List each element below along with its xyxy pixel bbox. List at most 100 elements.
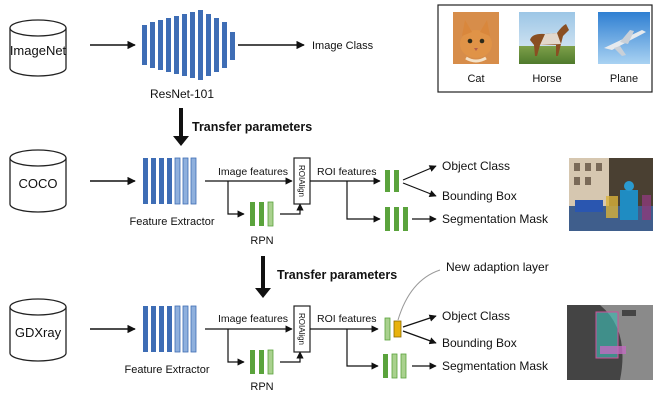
rpn-layer-gdxray-2 (259, 350, 264, 374)
extractor-layer-gdxray-6 (182, 305, 189, 353)
rpn-layer-coco-3 (267, 201, 274, 227)
roialign-label-coco: ROIAlign (297, 165, 306, 197)
rpn-label-gdxray: RPN (250, 381, 273, 393)
resnet-layer-12 (230, 32, 235, 60)
mask-layer-gdxray-2 (391, 353, 398, 379)
rpn-label-coco: RPN (250, 235, 273, 247)
class-box-head-layers-coco (385, 170, 399, 192)
database-coco: COCO (9, 149, 67, 213)
output-segmentation-mask-coco: Segmentation Mask (442, 212, 549, 226)
resnet-layer-6 (182, 14, 187, 76)
class-label-horse: Horse (532, 73, 561, 85)
sample-images-panel: Cat Horse Plane (437, 4, 653, 93)
resnet-101-layers (142, 10, 235, 80)
resnet-layer-10 (214, 18, 219, 72)
adaption-layer-callout (397, 269, 441, 321)
arrow-to-mask-head-gdxray (346, 329, 379, 370)
extractor-label-gdxray: Feature Extractor (125, 364, 210, 376)
extractor-layer-coco-1 (143, 158, 148, 204)
arrow-rpn-to-roialign-gdxray (280, 351, 304, 363)
feature-extractor-layers-gdxray (143, 305, 197, 353)
output-bounding-box-gdxray: Bounding Box (442, 336, 517, 350)
resnet-layer-11 (222, 22, 227, 68)
extractor-layer-gdxray-5 (174, 305, 181, 353)
rpn-layers-gdxray (250, 349, 274, 375)
mask-head-layers-gdxray (383, 353, 407, 379)
transfer-label-1: Transfer parameters (192, 120, 312, 134)
class-label-cat: Cat (467, 73, 484, 85)
rpn-layer-coco-2 (259, 202, 264, 226)
extractor-layer-coco-2 (151, 158, 156, 204)
resnet-layer-5 (174, 16, 179, 74)
cat-photo (453, 12, 499, 64)
rpn-layer-gdxray-1 (250, 350, 255, 374)
roialign-label-gdxray: ROIAlign (297, 313, 306, 345)
arrow-to-rpn-gdxray (227, 329, 245, 366)
arrow-rpn-to-roialign-coco (280, 203, 304, 215)
extractor-layer-coco-5 (174, 157, 181, 205)
mask-layer-coco-2 (394, 207, 399, 231)
head-layer-gdxray-1 (384, 317, 391, 341)
mask-layer-coco-1 (385, 207, 390, 231)
extractor-layer-gdxray-2 (151, 306, 156, 352)
mask-layer-gdxray-3 (400, 353, 407, 379)
extractor-layer-gdxray-7 (190, 305, 197, 353)
feature-extractor-layers-coco (143, 157, 197, 205)
image-features-label-gdxray: Image features (218, 313, 288, 325)
image-features-label-coco: Image features (218, 166, 288, 178)
extractor-layer-coco-3 (159, 158, 164, 204)
roialign-box-coco: ROIAlign (293, 157, 311, 205)
output-bounding-box-coco: Bounding Box (442, 189, 517, 203)
resnet-layer-7 (190, 12, 195, 78)
backbone-label: ResNet-101 (150, 87, 214, 101)
output-image-class: Image Class (312, 40, 374, 52)
class-label-plane: Plane (610, 73, 638, 85)
output-object-class-coco: Object Class (442, 159, 510, 173)
rpn-layer-coco-1 (250, 202, 255, 226)
extractor-layer-gdxray-3 (159, 306, 164, 352)
extractor-layer-coco-4 (167, 158, 172, 204)
database-imagenet: ImageNet (9, 19, 67, 77)
extractor-layer-coco-6 (182, 157, 189, 205)
extractor-label-coco: Feature Extractor (130, 216, 215, 228)
roialign-box-gdxray: ROIAlign (293, 305, 311, 353)
rpn-layers-coco (250, 201, 274, 227)
arrow-to-mask-head-coco (346, 181, 381, 223)
resnet-layer-9 (206, 14, 211, 76)
roi-features-label-gdxray: ROI features (317, 313, 377, 325)
arrow-to-rpn-coco (227, 181, 245, 218)
horse-photo (519, 12, 575, 64)
head-layer-coco-1 (385, 170, 390, 192)
class-box-head-layers-gdxray (384, 317, 391, 341)
resnet-layer-1 (142, 25, 147, 65)
arrow-to-object-class-gdxray (402, 314, 437, 328)
adaption-layer-label: New adaption layer (446, 260, 549, 274)
transfer-arrow-2 (255, 256, 271, 298)
new-adaption-layer (393, 320, 402, 338)
mask-head-layers-coco (385, 207, 408, 231)
street-scene-photo (569, 158, 653, 231)
database-gdxray: GDXray (9, 298, 67, 362)
xray-scan-photo (567, 305, 653, 380)
resnet-layer-8 (198, 10, 203, 80)
plane-photo (598, 12, 650, 64)
dataset-label-imagenet: ImageNet (10, 43, 67, 58)
transfer-arrow-1 (173, 108, 189, 146)
output-object-class-gdxray: Object Class (442, 309, 510, 323)
output-segmentation-mask-gdxray: Segmentation Mask (442, 359, 549, 373)
mask-layer-coco-3 (403, 207, 408, 231)
resnet-layer-4 (166, 18, 171, 72)
dataset-label-gdxray: GDXray (15, 325, 62, 340)
dataset-label-coco: COCO (19, 176, 58, 191)
arrow-to-object-class-coco (402, 165, 437, 181)
resnet-layer-3 (158, 20, 163, 70)
resnet-layer-2 (150, 22, 155, 68)
extractor-layer-coco-7 (190, 157, 197, 205)
mask-layer-gdxray-1 (383, 354, 388, 378)
head-layer-coco-2 (394, 170, 399, 192)
extractor-layer-gdxray-1 (143, 306, 148, 352)
roi-features-label-coco: ROI features (317, 166, 377, 178)
transfer-label-2: Transfer parameters (277, 268, 397, 282)
arrow-to-bounding-box-gdxray (402, 330, 437, 345)
